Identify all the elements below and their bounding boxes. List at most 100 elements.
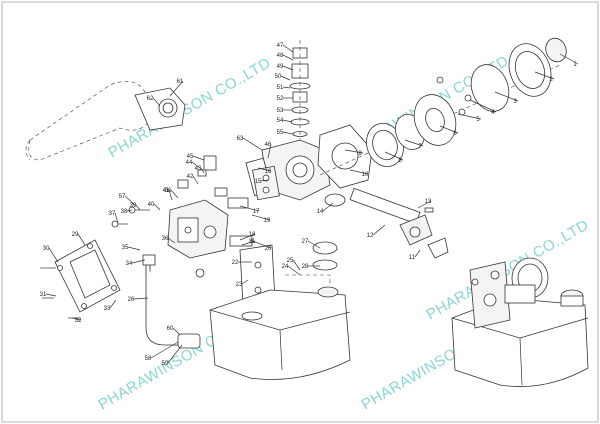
callout-leader-30 [48, 247, 59, 263]
callout-label-44: 44 [186, 160, 193, 166]
callout-leader-57 [124, 195, 136, 206]
callout-label-26: 26 [128, 297, 135, 303]
callout-leader-58 [150, 341, 179, 359]
callout-label-22: 22 [232, 260, 239, 266]
callout-label-19: 19 [264, 218, 271, 224]
callout-label-59: 59 [162, 361, 169, 367]
valve-block [111, 155, 280, 259]
callout-label-20: 20 [265, 246, 272, 252]
callout-label-32: 32 [75, 318, 82, 324]
callout-leader-25 [292, 259, 301, 271]
callout-leader-2 [534, 71, 555, 80]
pickup-tube [142, 254, 201, 349]
callout-leader-41 [168, 189, 173, 201]
intake-funnel [25, 80, 186, 161]
callout-label-13: 13 [425, 199, 432, 205]
callout-leader-35 [127, 246, 141, 251]
callout-leader-51 [282, 86, 291, 89]
callout-label-54: 54 [277, 118, 284, 124]
callout-label-3: 3 [513, 99, 517, 105]
callout-leader-36 [167, 237, 176, 244]
callout-label-7: 7 [418, 144, 422, 150]
callout-label-58: 58 [145, 356, 152, 362]
callout-label-16: 16 [265, 169, 272, 175]
callout-label-33: 33 [104, 306, 111, 312]
callout-label-15: 15 [255, 179, 262, 185]
callout-label-27: 27 [302, 239, 309, 245]
callout-leader-39 [135, 204, 141, 211]
callout-label-49: 49 [277, 64, 284, 70]
callout-label-41: 41 [163, 188, 170, 194]
callout-leader-44 [191, 161, 201, 169]
callout-leader-12 [372, 224, 386, 236]
callout-label-18: 18 [249, 232, 256, 238]
callout-label-36: 36 [162, 236, 169, 242]
diaphragm-stack [319, 37, 567, 176]
callout-leader-5 [457, 113, 482, 120]
callout-label-55: 55 [277, 130, 284, 136]
callout-leader-4 [469, 99, 497, 113]
callout-leader-7 [404, 139, 424, 147]
callout-leader-10 [349, 169, 369, 175]
callout-leader-6 [439, 125, 459, 134]
cover-plate [40, 239, 121, 319]
callout-leader-17 [239, 205, 260, 212]
callout-label-60: 60 [167, 326, 174, 332]
assembled-pump-view [451, 257, 589, 387]
callout-leader-24 [287, 265, 301, 276]
callout-leader-42 [192, 175, 199, 185]
callout-leader-37 [114, 212, 119, 224]
callout-label-5: 5 [476, 117, 480, 123]
callout-leader-59 [167, 344, 183, 364]
callout-label-24: 24 [282, 264, 289, 270]
callout-leader-38 [126, 209, 133, 212]
callout-leader-3 [494, 91, 519, 102]
callout-label-6: 6 [453, 131, 457, 137]
callout-label-14: 14 [317, 209, 324, 215]
callout-leader-16 [257, 167, 272, 172]
callout-label-47: 47 [277, 43, 284, 49]
callout-leader-54 [282, 119, 293, 123]
callout-leader-63 [242, 137, 263, 151]
callout-leader-9 [344, 149, 364, 154]
callout-leader-50 [280, 75, 291, 81]
callout-label-34: 34 [126, 261, 133, 267]
callout-label-45: 45 [187, 154, 194, 160]
callout-leader-33 [109, 299, 117, 309]
callout-label-28: 28 [302, 264, 309, 270]
callout-label-10: 10 [362, 172, 369, 178]
callout-leader-56 [170, 189, 179, 199]
callout-label-12: 12 [367, 233, 374, 239]
callout-leader-11 [414, 249, 421, 258]
callout-label-51: 51 [277, 85, 284, 91]
callout-label-39: 39 [130, 203, 137, 209]
callout-leader-19 [251, 214, 271, 221]
callout-label-8: 8 [398, 158, 402, 164]
callout-leader-15 [260, 179, 269, 182]
watermark-1: PHARAWINSON CO.,LTD [106, 54, 274, 161]
callout-leader-47 [282, 44, 294, 53]
callout-leader-27 [307, 240, 321, 249]
pump-head-assembly [245, 40, 373, 207]
callout-label-31: 31 [40, 292, 47, 298]
callout-label-2: 2 [549, 77, 553, 83]
callout-leader-31 [45, 293, 57, 297]
reservoir-assembly [195, 241, 351, 380]
callout-leader-49 [282, 65, 294, 71]
callout-label-25: 25 [287, 258, 294, 264]
callout-leader-8 [384, 151, 404, 161]
callout-label-30: 30 [43, 246, 50, 252]
callout-leader-21 [241, 240, 256, 246]
callout-leader-18 [239, 233, 256, 241]
callout-label-50: 50 [275, 74, 282, 80]
callout-label-29: 29 [72, 232, 79, 238]
shaft-assembly [349, 187, 449, 259]
callout-label-62: 62 [147, 96, 154, 102]
callout-label-48: 48 [277, 53, 284, 59]
callout-leader-61 [169, 80, 184, 97]
callout-leader-43 [200, 167, 205, 174]
callout-leader-1 [559, 53, 579, 65]
callout-label-23: 23 [236, 282, 243, 288]
